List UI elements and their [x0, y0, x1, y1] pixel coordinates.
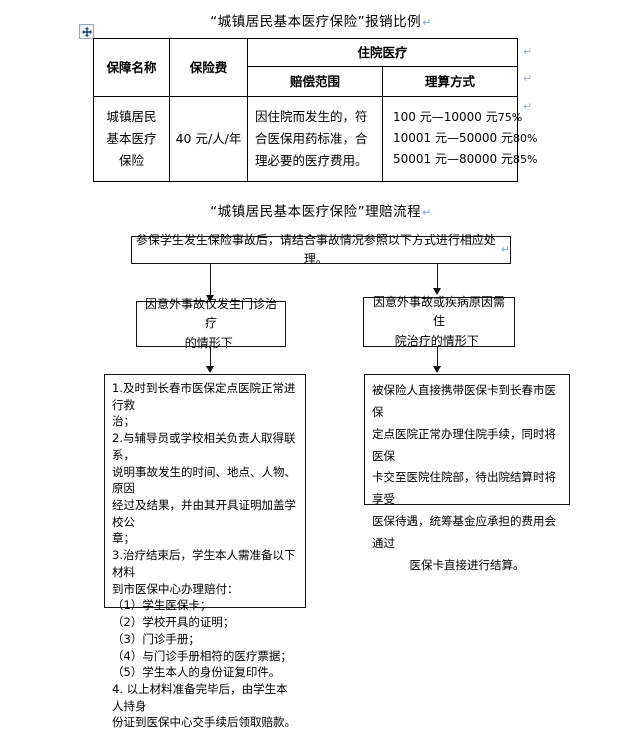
outpatient-detail-line-8: 到市医保中心办理赔付：: [112, 581, 239, 596]
outpatient-detail-line-9: （1）学生医保卡；: [112, 598, 212, 613]
inpatient-branch-line-1: 因意外事故或疾病原因需住: [372, 295, 505, 329]
connector-left-arrowhead-icon-2: [206, 366, 214, 373]
table-header-row-1: 保障名称 保险费 住院医疗: [93, 38, 518, 97]
rate-tier-2: 10001 元—50000 元 80%: [387, 128, 537, 149]
inpatient-detail-line-5: 医保卡直接进行结算。: [409, 557, 525, 572]
connector-right-vertical-2: [437, 347, 439, 369]
header-cell-group: 住院医疗: [247, 38, 518, 67]
connector-right-arrowhead-icon: [433, 288, 441, 295]
connector-left-vertical: [210, 264, 212, 297]
rate-percent-1: 75%: [497, 111, 523, 125]
scope-line-3: 理必要的医疗费用。: [255, 152, 368, 168]
flow-box-inpatient-detail: 被保险人直接携带医保卡到长春市医保 定点医院正常办理住院手续，同时将医保 卡交至…: [364, 374, 570, 572]
rate-range-3: 50001 元—80000 元: [393, 152, 513, 167]
insurance-name-line-1: 城镇居民: [106, 109, 157, 124]
paragraph-mark-icon-2: ↵: [422, 206, 432, 219]
section-2-title-text: “城镇居民基本医疗保险”理赔流程: [210, 204, 422, 220]
outpatient-detail-line-15: 份证到医保中心交手续后领取赔款。: [112, 715, 296, 730]
outpatient-detail-line-6: 章；: [112, 531, 135, 546]
rate-range-1: 100 元—10000 元: [393, 110, 498, 125]
reimbursement-table: 保障名称 保险费 住院医疗 赔偿范围 理算方式 城镇居民 基本医疗 保险 40 …: [93, 38, 537, 182]
outpatient-detail-line-3: 2.与辅导员或学校相关负责人取得联系，: [112, 431, 296, 462]
connector-right-arrowhead-icon-2: [433, 366, 441, 373]
outpatient-detail-line-13: （5）学生本人的身份证复印件。: [112, 665, 281, 680]
flow-box-outpatient-branch: 因意外事故仅发生门诊治疗 的情形下: [136, 297, 286, 350]
section-2-title: “城镇居民基本医疗保险”理赔流程↵: [0, 200, 642, 220]
paragraph-mark-icon: ↵: [422, 16, 432, 29]
inpatient-detail-line-3: 卡交至医院住院部，待出院结算时将享受: [372, 470, 556, 507]
cell-coverage-scope: 因住院而发生的，符 合医保用药标准，合 理必要的医疗费用。: [247, 96, 383, 182]
header-cell-scope: 赔偿范围: [247, 66, 383, 97]
header-cell-fee: 保险费: [169, 38, 248, 97]
rate-percent-2: 80%: [512, 132, 538, 146]
outpatient-detail-line-5: 经过及结果，并由其开具证明加盖学校公: [112, 498, 296, 529]
scope-line-2: 合医保用药标准，合: [255, 130, 368, 146]
row-paragraph-mark-1: ↵: [523, 45, 533, 58]
scope-line-1: 因住院而发生的，符: [255, 109, 368, 124]
table-header-row-2: 赔偿范围 理算方式: [94, 66, 518, 97]
flow-box-inpatient-branch: 因意外事故或疾病原因需住 院治疗的情形下: [363, 295, 515, 348]
cell-premium: 40 元/人/年: [169, 96, 248, 182]
outpatient-detail-line-7: 3.治疗结束后，学生本人需准备以下材料: [112, 548, 296, 579]
inpatient-detail-line-4: 医保待遇，统筹基金应承担的费用会通过: [372, 514, 556, 550]
outpatient-detail-line-1: 1.及时到长春市医保定点医院正常进行救: [112, 381, 296, 412]
flow-box-outpatient-detail: 1.及时到长春市医保定点医院正常进行救 治； 2.与辅导员或学校相关负责人取得联…: [104, 374, 306, 729]
section-1-title: “城镇居民基本医疗保险”报销比例↵: [0, 10, 642, 30]
paragraph-mark-icon-3: ↵: [500, 243, 510, 257]
row-paragraph-mark-3: ↵: [523, 100, 533, 113]
inpatient-detail-line-2: 定点医院正常办理住院手续，同时将医保: [372, 426, 556, 463]
rate-range-2: 10001 元—50000 元: [393, 131, 513, 146]
outpatient-detail-line-12: （4）与门诊手册相符的医疗票据；: [112, 648, 292, 663]
header-cell-name: 保障名称: [93, 38, 170, 97]
outpatient-detail-line-11: （3）门诊手册；: [112, 631, 200, 646]
section-1-title-text: “城镇居民基本医疗保险”报销比例: [210, 14, 422, 30]
outpatient-detail-line-14: 4. 以上材料准备完毕后，由学生本人持身: [112, 681, 288, 713]
rate-percent-3: 85%: [512, 153, 538, 167]
rate-tier-1: 100 元—10000 元 75%: [387, 107, 522, 128]
inpatient-branch-line-2: 院治疗的情形下: [394, 333, 479, 348]
outpatient-detail-line-4: 说明事故发生的时间、地点、人物、原因: [112, 464, 296, 496]
document-page: “城镇居民基本医疗保险”报销比例↵ 保障名称 保险费 住院医疗 赔偿范围 理算方…: [0, 10, 642, 729]
table-move-handle-icon[interactable]: [79, 24, 94, 39]
outpatient-detail-line-2: 治；: [112, 414, 135, 429]
header-cell-method: 理算方式: [382, 66, 518, 97]
connector-left-vertical-2: [210, 347, 212, 369]
flow-box-intro-text: 参保学生发生保险事故后，请结合事故情况参照以下方式进行相应处理。: [135, 232, 496, 266]
cell-insurance-name: 城镇居民 基本医疗 保险: [93, 96, 170, 182]
outpatient-branch-line-2: 的情形下: [184, 335, 233, 350]
inpatient-detail-line-1: 被保险人直接携带医保卡到长春市医保: [372, 383, 556, 419]
outpatient-detail-line-10: （2）学校开具的证明；: [112, 615, 235, 630]
connector-left-arrowhead-icon: [206, 295, 214, 302]
flow-box-intro: 参保学生发生保险事故后，请结合事故情况参照以下方式进行相应处理。 ↵: [131, 233, 511, 266]
outpatient-branch-line-1: 因意外事故仅发生门诊治疗: [144, 297, 277, 331]
rate-tier-3: 50001 元—80000 元 85%: [387, 149, 537, 170]
table-row: 城镇居民 基本医疗 保险 40 元/人/年 因住院而发生的，符 合医保用药标准，…: [93, 96, 537, 182]
cell-calculation-method: 100 元—10000 元 75% 10001 元—50000 元 80% 50…: [382, 96, 537, 182]
insurance-name-line-2: 基本医疗: [106, 130, 157, 146]
insurance-name-line-3: 保险: [118, 152, 144, 168]
connector-right-vertical: [437, 264, 439, 290]
row-paragraph-mark-2: ↵: [523, 72, 533, 85]
